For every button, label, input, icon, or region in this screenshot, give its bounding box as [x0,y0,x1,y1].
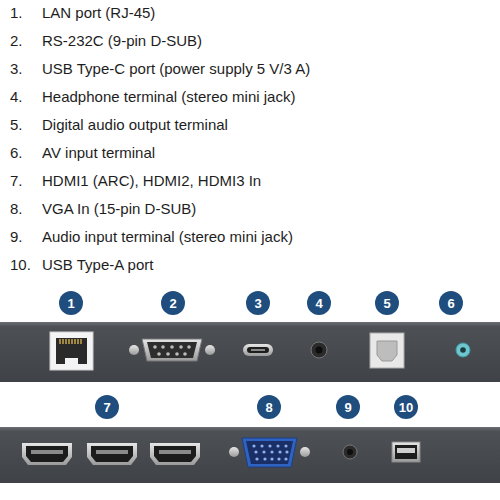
callout-number: 6 [439,291,463,315]
callout-number: 3 [246,291,270,315]
list-number: 10. [10,256,31,274]
list-number: 7. [10,172,23,190]
list-number: 1. [10,4,23,22]
callout-text: 2 [169,297,176,310]
list-item-text: HDMI1 (ARC), HDMI2, HDMI3 In [42,172,261,190]
callout-number: 7 [95,395,119,419]
callout-number: 9 [336,395,360,419]
list-item-text: VGA In (15-pin D-SUB) [42,200,196,218]
callout-text: 6 [447,297,454,310]
callout-text: 4 [315,297,322,310]
callout-number: 1 [59,291,83,315]
callout-text: 3 [254,297,261,310]
callout-text: 1 [67,297,74,310]
callout-number: 4 [307,291,331,315]
list-item-text: Audio input terminal (stereo mini jack) [42,228,293,246]
callout-number: 10 [394,395,418,419]
list-item-text: Headphone terminal (stereo mini jack) [42,88,295,106]
list-number: 8. [10,200,23,218]
callout-number: 2 [161,291,185,315]
list-item-text: USB Type-A port [42,256,153,274]
callout-text: 9 [344,401,351,414]
list-item-text: Digital audio output terminal [42,116,228,134]
callout-text: 7 [103,401,110,414]
callout-text: 5 [383,297,390,310]
callout-text: 10 [399,401,413,414]
list-item-text: LAN port (RJ-45) [42,4,155,22]
list-item-text: RS-232C (9-pin D-SUB) [42,32,202,50]
list-number: 2. [10,32,23,50]
callout-number: 5 [375,291,399,315]
list-number: 9. [10,228,23,246]
list-number: 4. [10,88,23,106]
callout-number: 8 [257,395,281,419]
list-item-text: AV input terminal [42,144,155,162]
list-number: 6. [10,144,23,162]
list-item-text: USB Type-C port (power supply 5 V/3 A) [42,60,310,78]
list-number: 5. [10,116,23,134]
list-number: 3. [10,60,23,78]
callout-text: 8 [265,401,272,414]
